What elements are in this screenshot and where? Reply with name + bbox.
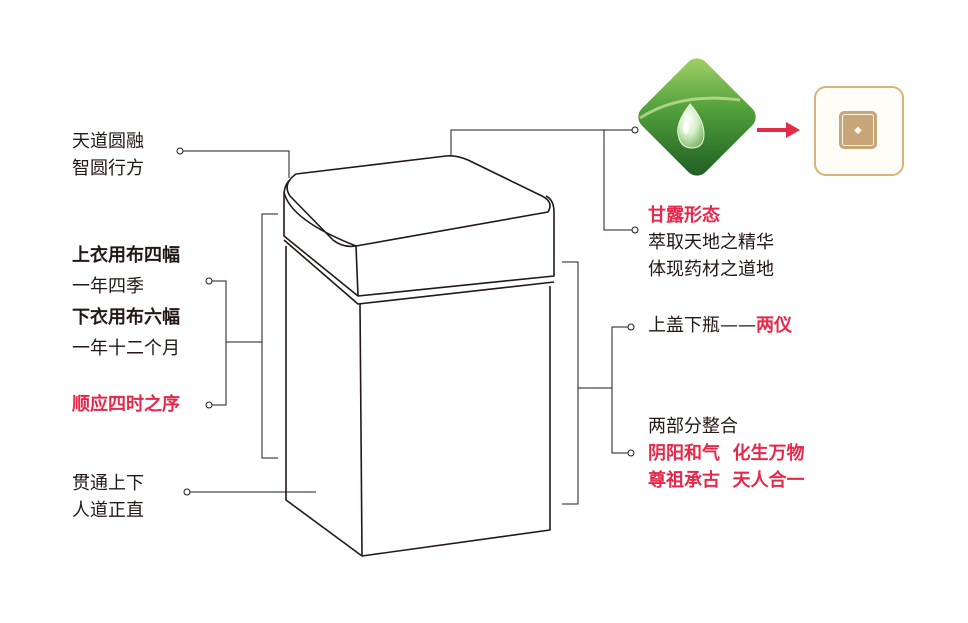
connector-dot [631,226,639,234]
seal-mark: ◆ [839,111,877,149]
lid-front-edge [283,191,357,247]
body-outline [285,246,551,557]
right-bracket [562,261,579,505]
label-ganlu: 甘露形态 萃取天地之精华 体现药材之道地 [648,202,774,283]
lid-vertical-edge [355,245,359,297]
label-liangyi: 上盖下瓶——两仪 [648,312,792,339]
green-dewdrop-leaf-icon [638,58,756,176]
label-guantong: 贯通上下 人道正直 [72,470,144,524]
label-cloth-panels: 上衣用布四幅 一年四季 下衣用布六幅 一年十二个月 [72,240,180,364]
ganlu-title: 甘露形态 [648,205,720,226]
four-seasons-text: 一年四季 [72,276,144,297]
label-shunying: 顺应四时之序 [72,394,180,415]
connector-dot [631,126,639,134]
liangbu-line: 两部分整合 [648,416,738,437]
tea-box-drawing [283,155,555,557]
connector-dot [183,488,191,496]
left-bracket [261,213,278,459]
connector-dot [176,147,184,155]
right-arrow-icon [757,122,800,138]
guantong-line-2: 人道正直 [72,500,144,521]
label-liangbu: 两部分整合 阴阳和气 化生万物 尊祖承古 天人合一 [648,413,805,494]
lid-top-face [286,155,551,248]
lid-seam [283,239,555,305]
brand-seal-logo-icon: ◆ [814,86,904,176]
connector-dot [205,277,213,285]
connector-lines [176,126,639,505]
body-vertical-edge [359,303,363,557]
connector-dot [627,449,635,457]
lid-outline [283,179,555,297]
liangyi-prefix: 上盖下瓶—— [648,315,756,336]
label-tiandao: 天道圆融 智圆行方 [72,128,144,182]
liangbu-red-1: 阴阳和气 化生万物 [648,443,805,464]
tiandao-line-2: 智圆行方 [72,158,144,179]
liangyi-highlight: 两仪 [756,315,792,336]
bottom-cover-text: 下衣用布六幅 [72,307,180,328]
twelve-months-text: 一年十二个月 [72,338,180,359]
guantong-line-1: 贯通上下 [72,473,144,494]
connector-dot [205,401,213,409]
ganlu-line-1: 萃取天地之精华 [648,232,774,253]
liangbu-red-2: 尊祖承古 天人合一 [648,470,805,491]
connector-dot [627,323,635,331]
top-cover-text: 上衣用布四幅 [72,245,180,266]
seal-inner-frame: ◆ [842,114,874,146]
tiandao-line-1: 天道圆融 [72,131,144,152]
ganlu-line-2: 体现药材之道地 [648,259,774,280]
